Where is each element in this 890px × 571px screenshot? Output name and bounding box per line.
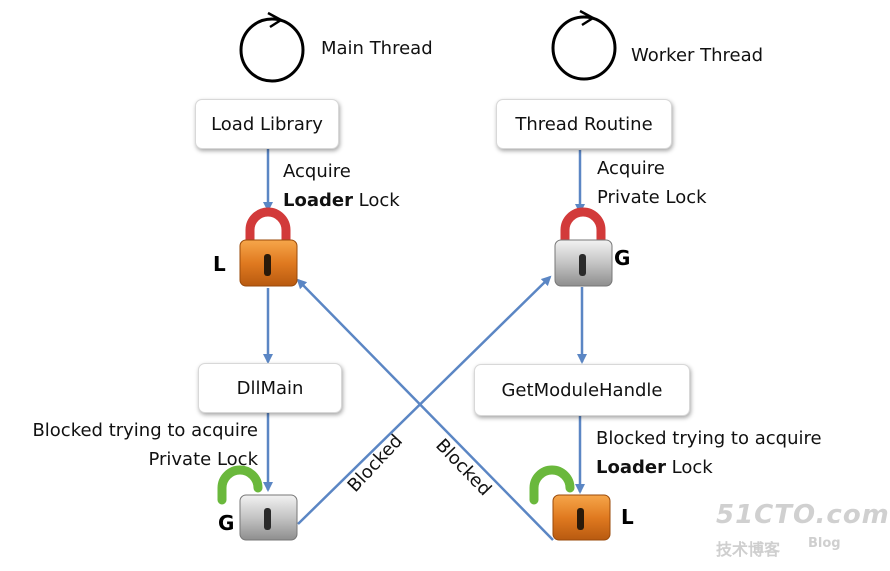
arrow-blocked-to-worker-lock [297, 275, 552, 525]
open-lock-icon [217, 465, 298, 541]
arrow-blocked-to-main-lock [296, 278, 554, 541]
lock-icon [239, 207, 298, 287]
blocked-right-rest: Lock [665, 457, 713, 478]
blocked-right-line1: Blocked trying to acquire [596, 428, 822, 449]
open-lock-icon [529, 465, 611, 541]
load-library-box: Load Library [195, 99, 339, 149]
watermark-blog: Blog [808, 536, 841, 551]
lock-letter-g-main-waiting: G [218, 511, 235, 535]
diagram-canvas [217, 9, 617, 541]
worker-thread-icon [551, 9, 617, 81]
watermark-sub: 技术博客 [716, 540, 781, 559]
blocked-right-label: Blocked trying to acquire Loader Lock [596, 424, 822, 482]
thread-routine-box: Thread Routine [496, 99, 672, 149]
main-thread-icon [239, 11, 305, 83]
acquire-private-line1: Acquire [597, 158, 665, 179]
acquire-loader-line1: Acquire [283, 161, 351, 182]
blocked-right-bold: Loader [596, 457, 666, 478]
blocked-left-line2: Private Lock [148, 449, 258, 470]
lock-letter-g-worker: G [614, 246, 631, 270]
acquire-loader-label: Acquire Loader Lock [283, 157, 400, 215]
dllmain-box: DllMain [198, 363, 342, 413]
acquire-private-line2: Private Lock [597, 187, 707, 208]
lock-letter-l-main: L [213, 252, 226, 276]
acquire-private-label: Acquire Private Lock [597, 154, 707, 212]
blocked-left-line1: Blocked trying to acquire [32, 420, 258, 441]
watermark-site: 51CTO.com [716, 500, 890, 530]
blocked-left-label: Blocked trying to acquire Private Lock [14, 416, 258, 474]
main-thread-label: Main Thread [321, 38, 433, 59]
lock-letter-l-worker-waiting: L [621, 505, 634, 529]
lock-icon [554, 207, 613, 287]
worker-thread-label: Worker Thread [631, 45, 764, 66]
acquire-loader-bold: Loader [283, 190, 353, 211]
acquire-loader-rest: Lock [352, 190, 400, 211]
get-module-handle-box: GetModuleHandle [474, 364, 690, 416]
